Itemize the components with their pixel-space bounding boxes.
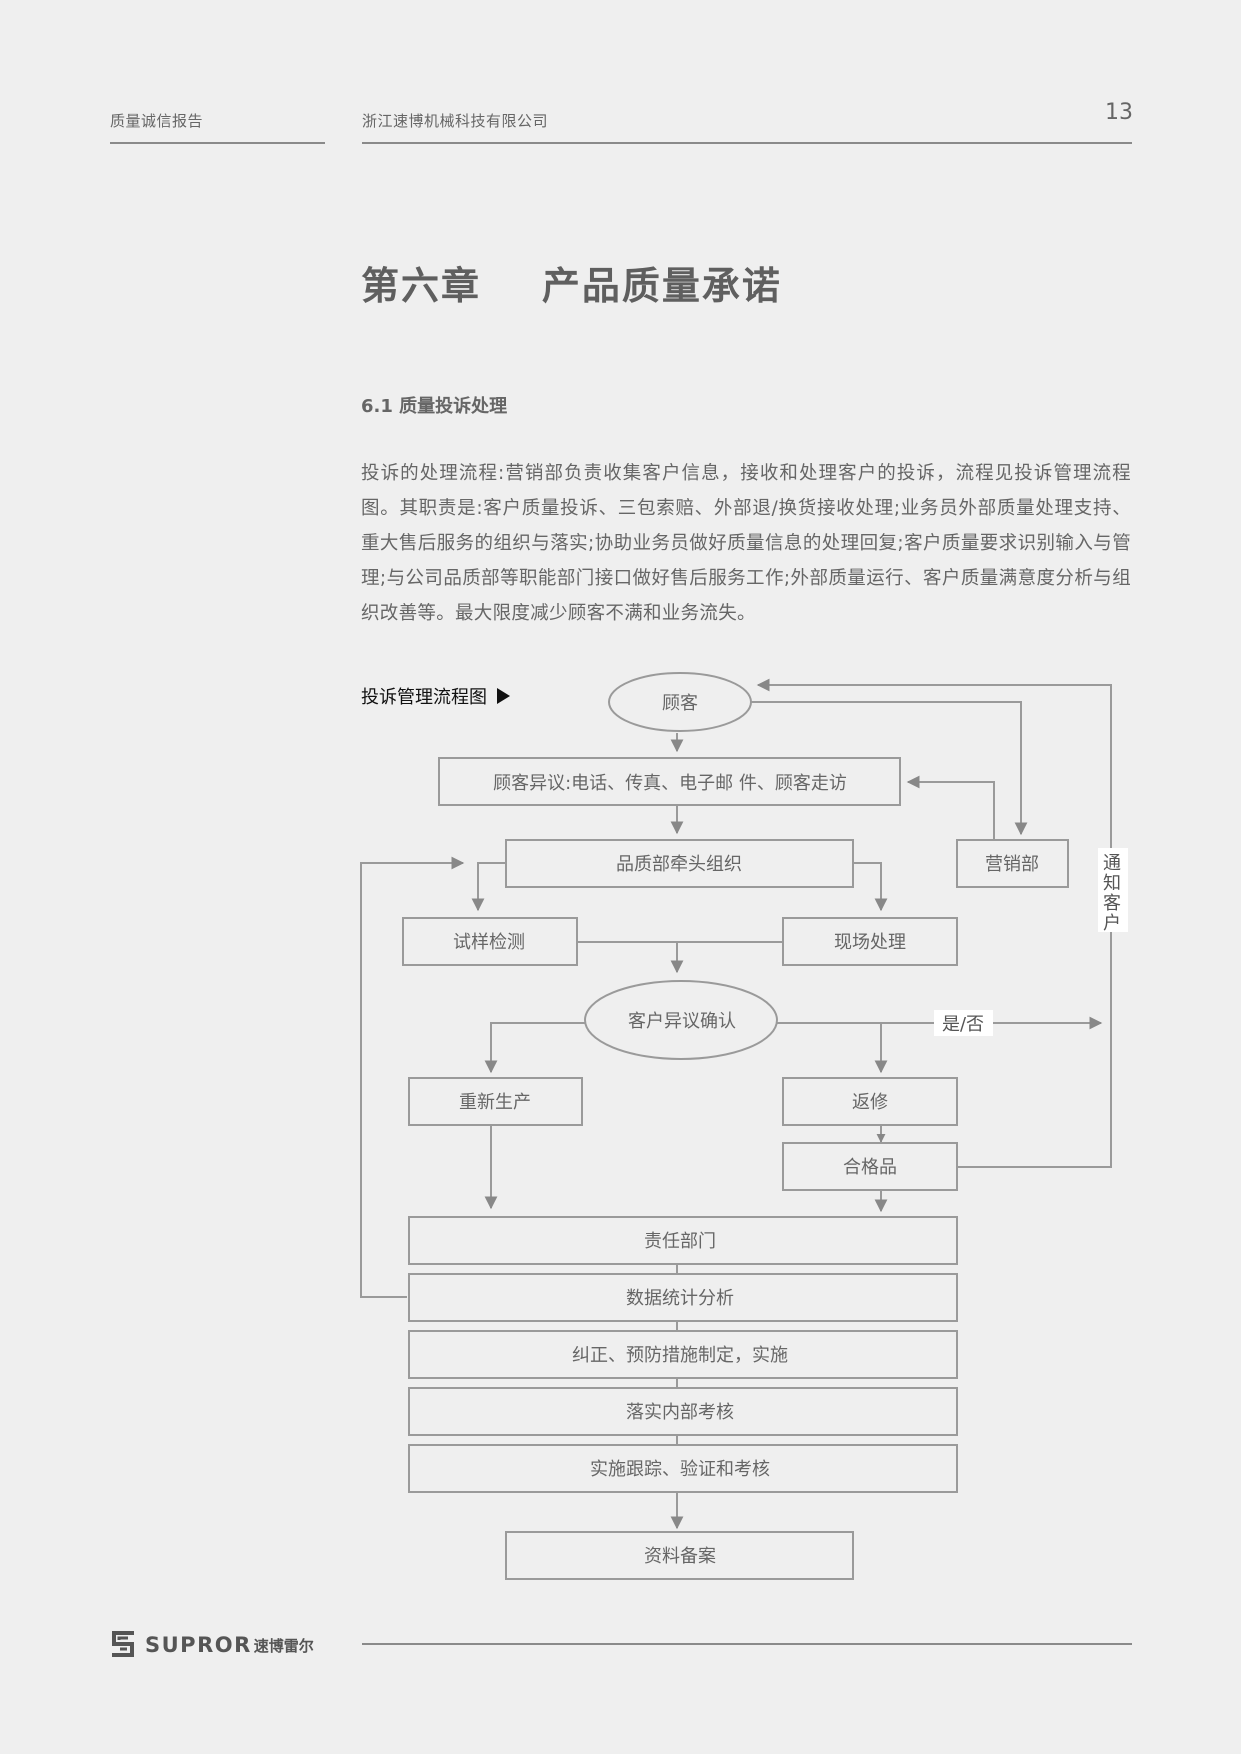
node-tracking-label: 实施跟踪、验证和考核 bbox=[590, 1459, 770, 1480]
edge-statistics-loop bbox=[360, 856, 465, 1298]
header-right-rule bbox=[362, 142, 1132, 144]
flowchart-label: 投诉管理流程图 bbox=[361, 683, 510, 709]
node-responsible-label: 责任部门 bbox=[644, 1231, 716, 1252]
node-marketing bbox=[956, 839, 1069, 888]
header-company-name: 浙江速博机械科技有限公司 bbox=[362, 112, 549, 130]
brand-name-cn: 速博雷尔 bbox=[253, 1636, 314, 1655]
node-onsite-label: 现场处理 bbox=[834, 932, 906, 953]
notify-char: 客 bbox=[1103, 893, 1121, 914]
node-reproduce bbox=[408, 1077, 583, 1126]
header-report-title: 质量诚信报告 bbox=[110, 112, 204, 130]
node-onsite bbox=[782, 917, 958, 966]
header-left-rule bbox=[110, 142, 325, 144]
node-sample-test-label: 试样检测 bbox=[453, 932, 525, 953]
node-archive-label: 资料备案 bbox=[644, 1546, 716, 1567]
play-triangle-icon bbox=[497, 688, 510, 704]
node-qualified bbox=[782, 1142, 958, 1191]
node-customer-label: 顾客 bbox=[662, 693, 698, 714]
node-repair bbox=[782, 1077, 958, 1126]
brand-name-en: SUPROR bbox=[145, 1633, 252, 1657]
node-responsible bbox=[408, 1216, 958, 1265]
chapter-title: 第六章 产品质量承诺 bbox=[361, 264, 782, 308]
node-corrective-label: 纠正、预防措施制定，实施 bbox=[572, 1345, 788, 1366]
node-repair-label: 返修 bbox=[852, 1092, 888, 1113]
supror-logo-mark-icon bbox=[112, 1631, 134, 1657]
node-confirm-label: 客户异议确认 bbox=[628, 1011, 736, 1032]
node-customer bbox=[608, 672, 752, 732]
node-internal-assess bbox=[408, 1387, 958, 1436]
brand-logo: SUPROR 速博雷尔 bbox=[108, 1628, 314, 1662]
edge-quality-sample bbox=[471, 862, 505, 912]
node-corrective bbox=[408, 1330, 958, 1379]
notify-char: 户 bbox=[1103, 913, 1121, 934]
flowchart-label-text: 投诉管理流程图 bbox=[361, 687, 487, 708]
node-quality-dept-label: 品质部牵头组织 bbox=[616, 854, 742, 875]
edge-customer-marketing bbox=[751, 701, 1028, 836]
node-archive bbox=[505, 1531, 854, 1580]
yes-no-label: 是/否 bbox=[942, 1014, 984, 1035]
node-sample-test bbox=[402, 917, 578, 966]
node-marketing-label: 营销部 bbox=[985, 854, 1039, 875]
notify-label-bg bbox=[1098, 848, 1128, 932]
node-quality-dept bbox=[505, 839, 854, 888]
node-confirm bbox=[584, 980, 778, 1060]
edge-confirm-reproduce bbox=[484, 1022, 585, 1074]
page-number: 13 bbox=[1105, 100, 1133, 125]
section-body-paragraph: 投诉的处理流程:营销部负责收集客户信息，接收和处理客户的投诉，流程见投诉管理流程… bbox=[361, 463, 1131, 624]
node-tracking bbox=[408, 1444, 958, 1493]
notify-char: 通 bbox=[1103, 853, 1121, 874]
notify-char: 知 bbox=[1103, 873, 1121, 894]
node-reproduce-label: 重新生产 bbox=[459, 1092, 531, 1113]
node-internal-assess-label: 落实内部考核 bbox=[626, 1402, 734, 1423]
section-title: 6.1 质量投诉处理 bbox=[361, 396, 508, 417]
node-qualified-label: 合格品 bbox=[843, 1157, 897, 1178]
edge-marketing-objection bbox=[906, 775, 995, 840]
yes-no-label-bg bbox=[934, 1010, 993, 1036]
footer-rule bbox=[362, 1643, 1132, 1645]
node-objection-label: 顾客异议:电话、传真、电子邮 件、顾客走访 bbox=[493, 773, 847, 794]
node-statistics-label: 数据统计分析 bbox=[626, 1288, 734, 1309]
edge-quality-onsite bbox=[853, 862, 888, 912]
node-statistics bbox=[408, 1273, 958, 1322]
node-objection bbox=[438, 757, 901, 806]
